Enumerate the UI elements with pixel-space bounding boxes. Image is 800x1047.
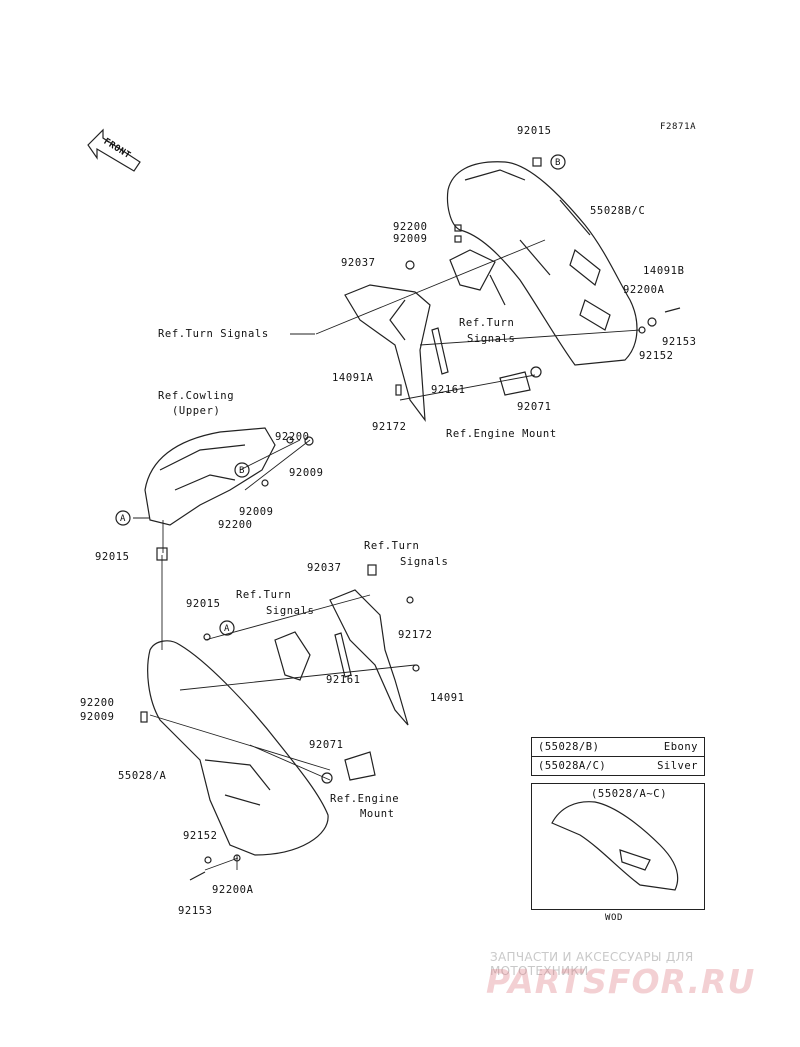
- label-92200a-right: 92200A: [623, 284, 665, 296]
- inset-part-drawing: [551, 801, 679, 891]
- label-ref-turn-signals-mid-2: Signals: [467, 333, 516, 345]
- strip-92161-top: [431, 327, 449, 375]
- label-92152-low: 92152: [183, 830, 218, 842]
- color-name: Ebony: [663, 741, 698, 753]
- label-14091b: 14091B: [643, 265, 685, 277]
- label-ref-engine-mount-low-2: Mount: [360, 808, 395, 820]
- callout-a-low: A: [224, 624, 231, 634]
- label-55028a: 55028/A: [118, 770, 167, 782]
- label-ref-turn-signals-low-r2: Signals: [400, 556, 449, 568]
- inset-box: [531, 783, 705, 910]
- label-14091: 14091: [430, 692, 465, 704]
- label-92161-low: 92161: [326, 674, 361, 686]
- lower-cowling-part: [147, 640, 329, 856]
- label-92200-mid: 92200: [275, 431, 310, 443]
- label-ref-cowling-1: Ref.Cowling: [158, 390, 235, 402]
- label-92200-mid2: 92200: [218, 519, 253, 531]
- engine-mount-top: [499, 371, 531, 396]
- label-92015-mid: 92015: [95, 551, 130, 563]
- callout-circles: [115, 154, 566, 636]
- label-ref-turn-signals-mid-1: Ref.Turn: [459, 317, 515, 329]
- color-code: (55028A/C): [538, 760, 607, 772]
- figure-code: F2871A: [660, 122, 697, 132]
- upper-cowling-reference: [144, 427, 276, 526]
- label-92200a-low: 92200A: [212, 884, 254, 896]
- upper-cowling-part: [446, 161, 638, 366]
- inset-caption: WOD: [605, 913, 624, 923]
- watermark-logo: PARTSFOR.RU: [486, 962, 756, 1001]
- label-55028bc: 55028B/C: [590, 205, 646, 217]
- label-ref-turn-signals-low-r1: Ref.Turn: [364, 540, 420, 552]
- label-ref-engine-mount-top: Ref.Engine Mount: [446, 428, 557, 440]
- label-92015-top: 92015: [517, 125, 552, 137]
- front-arrow-icon: [87, 128, 141, 172]
- label-92009-mid: 92009: [289, 467, 324, 479]
- color-table-row: (55028A/C) Silver: [532, 756, 704, 775]
- fasteners: [140, 157, 681, 881]
- label-ref-turn-signals-low-l2: Signals: [266, 605, 315, 617]
- color-table-row: (55028/B) Ebony: [532, 738, 704, 756]
- label-92009-low: 92009: [80, 711, 115, 723]
- label-ref-turn-signals-low-l1: Ref.Turn: [236, 589, 292, 601]
- label-92009-mid2: 92009: [239, 506, 274, 518]
- turn-signal-bracket-low: [274, 631, 311, 681]
- color-name: Silver: [657, 760, 698, 772]
- callout-b-top: B: [555, 158, 562, 168]
- strip-92161-low: [334, 632, 352, 678]
- inner-panel-14091: [329, 589, 409, 726]
- turn-signal-bracket-top: [449, 249, 506, 306]
- label-92037-top: 92037: [341, 257, 376, 269]
- label-92152-right: 92152: [639, 350, 674, 362]
- label-92071-low: 92071: [309, 739, 344, 751]
- label-92153-low: 92153: [178, 905, 213, 917]
- label-92200-top: 92200: [393, 221, 428, 233]
- label-92071-top: 92071: [517, 401, 552, 413]
- label-92015-low: 92015: [186, 598, 221, 610]
- engine-mount-low: [344, 751, 376, 781]
- label-92172-top: 92172: [372, 421, 407, 433]
- label-92037-low: 92037: [307, 562, 342, 574]
- label-14091a: 14091A: [332, 372, 374, 384]
- label-ref-cowling-2: (Upper): [172, 405, 221, 417]
- label-92161-top: 92161: [431, 384, 466, 396]
- label-92200-low: 92200: [80, 697, 115, 709]
- inset-label: (55028/A~C): [591, 788, 668, 800]
- label-92153-right: 92153: [662, 336, 697, 348]
- label-92172-low: 92172: [398, 629, 433, 641]
- color-table: (55028/B) Ebony (55028A/C) Silver: [531, 737, 705, 776]
- label-ref-turn-signals-left: Ref.Turn Signals: [158, 328, 269, 340]
- color-code: (55028/B): [538, 741, 600, 753]
- callout-a-mid: A: [120, 514, 127, 524]
- label-92009-top: 92009: [393, 233, 428, 245]
- inner-panel-14091A: [344, 284, 431, 422]
- callout-b-mid: B: [239, 466, 246, 476]
- leader-lines: [133, 239, 641, 871]
- label-ref-engine-mount-low-1: Ref.Engine: [330, 793, 400, 805]
- watermark-tagline: ЗАПЧАСТИ И АКСЕССУАРЫ ДЛЯ МОТОТЕХНИКИ: [490, 950, 694, 978]
